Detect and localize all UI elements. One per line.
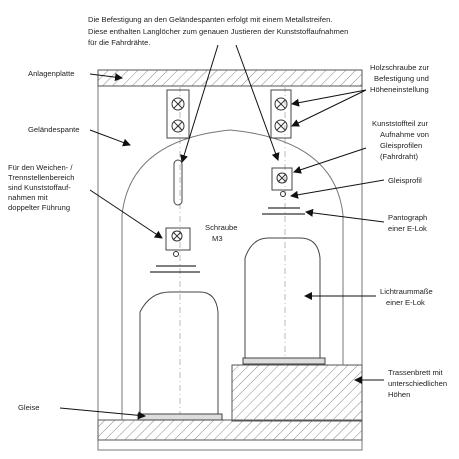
left-holder xyxy=(165,227,191,251)
arrow-anlagenplatte xyxy=(89,73,123,82)
label-holzschraube-2: Befestigung und xyxy=(374,74,429,83)
left-metal-strip xyxy=(166,89,190,139)
arrow-holzschraube-2 xyxy=(291,89,367,127)
label-lichtraum-1: Lichtraummaße xyxy=(380,287,433,296)
left-loco-clearance xyxy=(139,291,219,420)
right-screw-2-icon xyxy=(274,119,288,133)
label-anlagenplatte: Anlagenplatte xyxy=(28,69,74,78)
arrow-header-1 xyxy=(180,44,219,163)
arrow-gleise xyxy=(59,407,146,420)
right-metal-strip xyxy=(270,89,292,139)
label-holzschraube-1: Holzschraube zur xyxy=(370,63,430,72)
right-holder-screw-icon xyxy=(276,172,288,184)
label-kunststoffteil-2: Aufnahme von xyxy=(380,130,429,139)
label-gleise: Gleise xyxy=(18,403,40,412)
left-slot xyxy=(173,159,183,206)
label-weichen-2: Trennstellenbereich xyxy=(8,173,74,182)
arrow-gleisprofil xyxy=(290,179,385,199)
header-line-2: Diese enthalten Langlöcher zum genauen J… xyxy=(88,27,348,36)
schraube-m3-icon xyxy=(171,230,183,242)
arrow-weichen xyxy=(89,189,163,239)
anlagenplatte xyxy=(97,69,363,87)
right-track xyxy=(242,357,326,365)
label-weichen-3: sind Kunststoffauf- xyxy=(8,183,71,192)
label-kunststoffteil-1: Kunststoffteil zur xyxy=(372,119,428,128)
left-screw-1-icon xyxy=(171,97,185,111)
bottom-plate xyxy=(97,419,363,441)
trassenbrett xyxy=(231,364,363,422)
right-contact-wire xyxy=(280,191,286,197)
header-line-3: für die Fahrdrähte. xyxy=(88,38,150,47)
left-screw-2-icon xyxy=(171,119,185,133)
label-kunststoffteil-3: Gleisprofilen xyxy=(380,141,422,150)
right-loco-clearance xyxy=(244,237,321,360)
label-schraube-2: M3 xyxy=(212,234,223,243)
arrow-holzschraube-1 xyxy=(291,89,367,107)
right-pantograph xyxy=(262,207,305,215)
label-schraube-1: Schraube xyxy=(205,223,238,232)
label-trassenbrett-3: Höhen xyxy=(388,390,410,399)
arrow-pantograph xyxy=(305,208,385,223)
label-kunststoffteil-4: (Fahrdraht) xyxy=(380,152,418,161)
label-trassenbrett-2: unterschiedlichen xyxy=(388,379,447,388)
label-holzschraube-3: Höheneinstellung xyxy=(370,85,429,94)
label-gelaendespante: Geländespante xyxy=(28,125,80,134)
clearance-arch xyxy=(121,129,344,420)
arrow-kunststoffteil xyxy=(293,147,367,174)
arrow-gelaendespante xyxy=(89,129,131,147)
header-line-1: Die Befestigung an den Geländespanten er… xyxy=(88,15,332,24)
label-gleisprofil: Gleisprofil xyxy=(388,176,422,185)
left-contact-wire xyxy=(173,251,179,257)
label-lichtraum-2: einer E-Lok xyxy=(386,298,425,307)
label-weichen-1: Für den Weichen- / xyxy=(8,163,73,172)
label-weichen-4: nahmen mit xyxy=(8,193,49,202)
arrow-header-2 xyxy=(235,44,280,161)
label-pantograph-2: einer E-Lok xyxy=(388,224,427,233)
right-holder xyxy=(271,167,293,191)
label-trassenbrett-1: Trassenbrett mit xyxy=(388,368,443,377)
label-pantograph-1: Pantograph xyxy=(388,213,427,222)
left-track xyxy=(137,413,223,421)
right-screw-1-icon xyxy=(274,97,288,111)
left-pantograph xyxy=(150,265,200,273)
label-weichen-5: doppelter Führung xyxy=(8,203,70,212)
